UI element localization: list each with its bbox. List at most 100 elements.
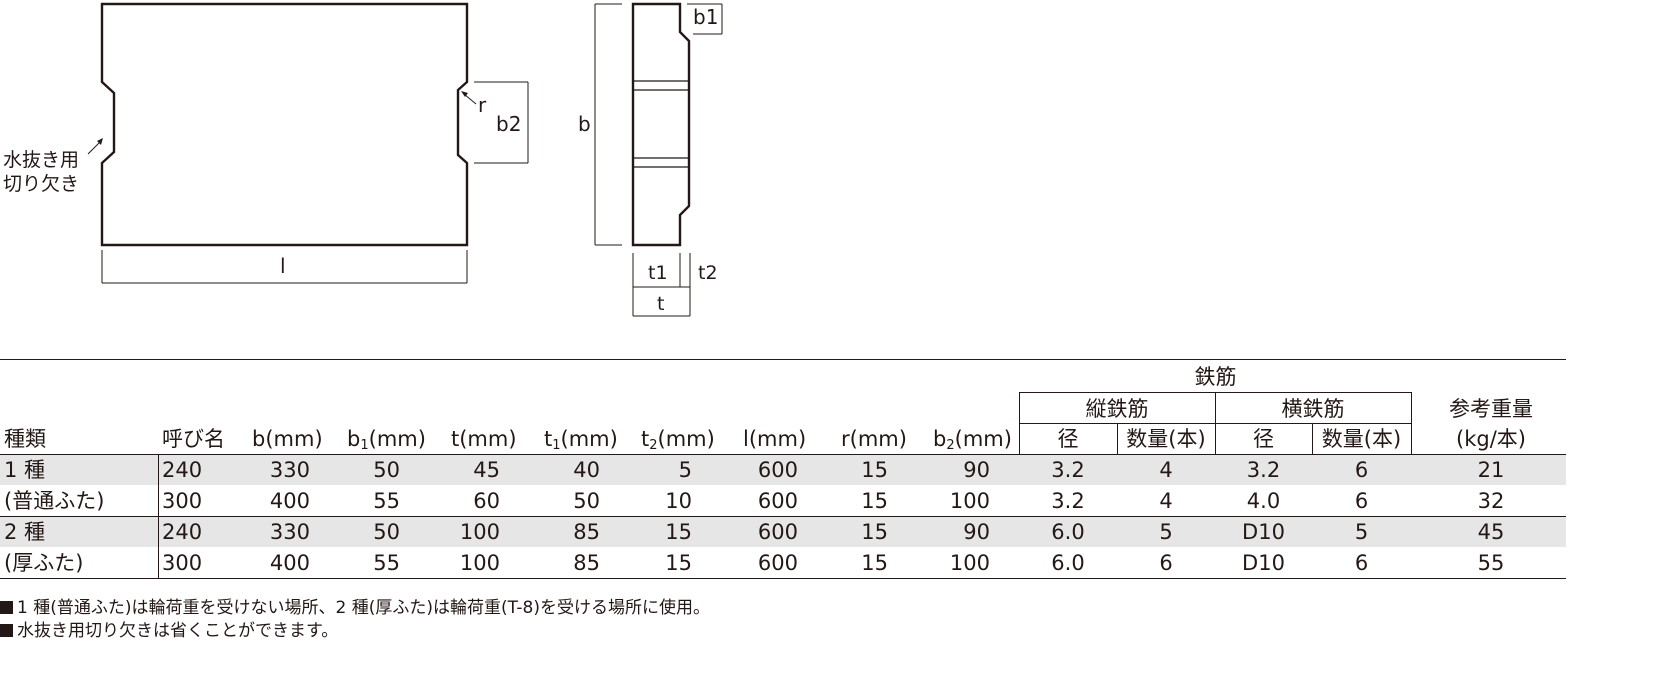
table-cell: 15	[861, 458, 888, 482]
t-label: t	[657, 293, 664, 315]
header-b1: b1(mm)	[347, 427, 426, 453]
header-kind: 種類	[4, 427, 46, 451]
rule-rebar	[1019, 392, 1412, 393]
header-v-dia: 径	[1057, 427, 1079, 451]
table-cell: 15	[861, 489, 888, 513]
header-t1: t1(mm)	[544, 427, 618, 453]
l-label: l	[280, 254, 286, 278]
vertical-rebar-header: 縦鉄筋	[1085, 397, 1149, 421]
header-t: t(mm)	[451, 427, 517, 451]
header-h-dia: 径	[1253, 427, 1274, 451]
header-v-qty: 数量(本)	[1126, 427, 1206, 451]
table-cell: 55	[373, 489, 400, 513]
side-rebar-lines	[633, 80, 689, 168]
row-shade-3	[0, 517, 1566, 547]
rule-group	[0, 516, 1566, 517]
header-b2: b2(mm)	[933, 427, 1012, 453]
kind-2-line1: 2 種	[4, 520, 46, 544]
table-cell: 32	[1477, 489, 1505, 513]
l-dimension	[101, 250, 468, 284]
table-cell: 3.2	[1246, 458, 1281, 482]
weight-header-line2: (kg/本)	[1456, 427, 1526, 451]
table-cell: 6	[1354, 489, 1369, 513]
table-cell: 50	[373, 520, 400, 544]
table-cell: 55	[373, 551, 400, 575]
table-cell: 5	[1354, 520, 1369, 544]
r-label: r	[478, 93, 487, 117]
vrule-rebar-left	[1019, 393, 1020, 455]
square-bullet-icon	[0, 624, 13, 637]
header-t2: t2(mm)	[641, 427, 715, 453]
rule-header-bottom	[0, 454, 1566, 455]
table-cell: 300	[162, 489, 203, 513]
note-1: 1 種(普通ふた)は輪荷重を受けない場所、2 種(厚ふた)は輪荷重(T-8)を受…	[0, 598, 710, 618]
kind-1-line1: 1 種	[4, 458, 46, 482]
table-cell: 400	[269, 489, 310, 513]
b2-label: b2	[496, 112, 521, 136]
weight-header-line1: 参考重量	[1449, 397, 1533, 421]
square-bullet-icon	[0, 601, 13, 614]
table-cell: 5	[678, 458, 692, 482]
table-cell: 6	[1354, 551, 1369, 575]
table-cell: 6.0	[1051, 520, 1085, 544]
b1-label: b1	[693, 5, 718, 29]
table-cell: 6.0	[1051, 551, 1085, 575]
header-r: r(mm)	[841, 427, 907, 451]
table-cell: 330	[269, 458, 310, 482]
table-cell: 3.2	[1051, 489, 1085, 513]
table-cell: 90	[963, 458, 990, 482]
table-cell: 21	[1477, 458, 1505, 482]
vrule-v-qty	[1117, 424, 1118, 455]
header-nominal: 呼び名	[162, 427, 225, 451]
horizontal-rebar-header: 横鉄筋	[1281, 397, 1345, 421]
table-cell: 600	[757, 489, 798, 513]
table-cell: 6	[1354, 458, 1369, 482]
table-cell: 600	[757, 520, 798, 544]
b2-dimension	[474, 81, 529, 164]
vrule-h-qty	[1312, 424, 1313, 455]
vrule-kind	[158, 455, 159, 579]
table-cell: 300	[162, 551, 203, 575]
t1-label: t1	[648, 262, 668, 284]
vrule-rebar-mid	[1215, 393, 1216, 455]
table-cell: 45	[1477, 520, 1505, 544]
table-cell: 50	[573, 489, 600, 513]
header-l: l(mm)	[743, 427, 807, 451]
header-b: b(mm)	[252, 427, 323, 451]
table-cell: 15	[665, 551, 692, 575]
table-cell: 40	[573, 458, 600, 482]
table-cell: 100	[459, 551, 500, 575]
drain-label-line1: 水抜き用	[3, 149, 79, 171]
header-h-qty: 数量(本)	[1321, 427, 1402, 451]
table-cell: 5	[1159, 520, 1173, 544]
table-cell: 400	[269, 551, 310, 575]
table-cell: D10	[1242, 520, 1285, 544]
table-cell: 4	[1159, 489, 1173, 513]
table-cell: 55	[1477, 551, 1505, 575]
table-cell: 85	[573, 551, 600, 575]
table-cell: 85	[573, 520, 600, 544]
table-cell: 50	[373, 458, 400, 482]
table-cell: 90	[963, 520, 990, 544]
table-cell: 600	[757, 551, 798, 575]
t-dimension	[632, 253, 691, 317]
vrule-rebar-right	[1411, 393, 1412, 455]
table-cell: 15	[861, 520, 888, 544]
dimension-diagram: l b2 r 水抜き用 切り欠き b b1	[3, 2, 723, 317]
drain-arrow	[87, 138, 103, 155]
spec-table: 鉄筋 縦鉄筋 横鉄筋 参考重量 (kg/本) 種類 呼び名 b(mm) b1(m…	[0, 359, 1566, 579]
table-cell: 6	[1159, 551, 1173, 575]
drain-label-line2: 切り欠き	[3, 173, 79, 195]
table-cell: 100	[459, 520, 500, 544]
table-cell: 100	[949, 489, 990, 513]
table-cell: 4.0	[1246, 489, 1281, 513]
kind-1-line2: (普通ふた)	[4, 489, 105, 513]
note-2: 水抜き用切り欠きは省くことができます。	[0, 621, 338, 641]
table-cell: 3.2	[1051, 458, 1085, 482]
table-cell: 100	[949, 551, 990, 575]
b1-dimension	[687, 3, 723, 35]
table-cell: 240	[162, 458, 203, 482]
table-cell: 240	[162, 520, 203, 544]
table-cell: D10	[1242, 551, 1285, 575]
table-cell: 60	[473, 489, 500, 513]
